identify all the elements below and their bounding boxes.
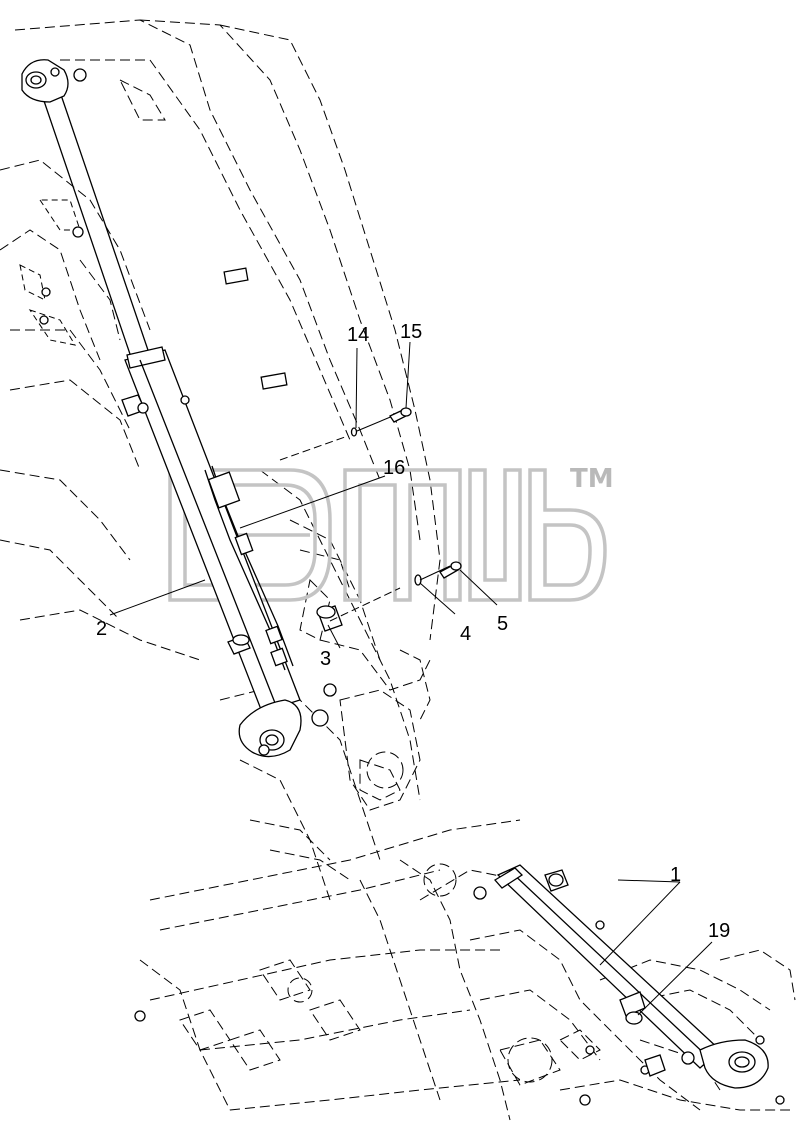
callout-label-16: 16 bbox=[383, 457, 405, 479]
callout-label-2: 2 bbox=[96, 618, 107, 640]
callout-label-5: 5 bbox=[497, 613, 508, 635]
callout-label-1: 1 bbox=[670, 864, 681, 886]
frame-fasteners bbox=[39, 68, 785, 1106]
fastener-parts bbox=[279, 407, 462, 632]
lower-hydraulic-cylinder bbox=[493, 864, 769, 1089]
callout-labels: 1 2 3 4 5 14 15 16 19 bbox=[96, 321, 730, 942]
upper-hydraulic-cylinder bbox=[21, 59, 302, 758]
watermark-logo: TM bbox=[168, 464, 614, 602]
machine-frame-outline bbox=[0, 19, 796, 1121]
callout-leaders bbox=[109, 341, 713, 1016]
trademark-symbol: TM bbox=[570, 464, 614, 494]
callout-label-3: 3 bbox=[320, 648, 331, 670]
callout-label-14: 14 bbox=[347, 324, 369, 346]
callout-label-4: 4 bbox=[460, 623, 471, 645]
callout-label-15: 15 bbox=[400, 321, 422, 343]
callout-label-19: 19 bbox=[708, 920, 730, 942]
